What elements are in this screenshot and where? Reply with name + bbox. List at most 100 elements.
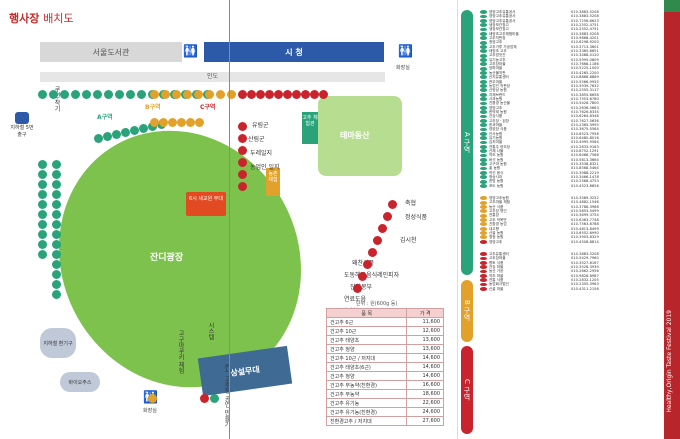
- booth-marker[interactable]: [126, 90, 135, 99]
- list-marker-icon: [480, 286, 487, 291]
- booth-marker[interactable]: [112, 130, 121, 139]
- booth-marker[interactable]: [115, 90, 124, 99]
- list-name: 고추가루 가공업체: [489, 44, 517, 49]
- booth-label: 도동해들음식레인피자: [344, 272, 400, 279]
- booth-marker[interactable]: [52, 170, 61, 179]
- booth-marker[interactable]: [150, 118, 159, 127]
- booth-marker[interactable]: [52, 220, 61, 229]
- booth-marker[interactable]: [172, 90, 181, 99]
- booth-marker[interactable]: [159, 118, 168, 127]
- booth-marker[interactable]: [301, 90, 310, 99]
- booth-marker[interactable]: [82, 90, 91, 99]
- booth-marker[interactable]: [52, 250, 61, 259]
- booth-marker[interactable]: [161, 90, 170, 99]
- booth-marker[interactable]: [52, 240, 61, 249]
- booth-marker[interactable]: [38, 180, 47, 189]
- booth-marker[interactable]: [52, 260, 61, 269]
- booth-marker[interactable]: [195, 118, 204, 127]
- booth-marker[interactable]: [186, 118, 195, 127]
- booth-marker[interactable]: [256, 90, 265, 99]
- booth-marker[interactable]: [265, 90, 274, 99]
- booth-marker[interactable]: [319, 90, 328, 99]
- booth-marker[interactable]: [121, 128, 130, 137]
- booth-marker[interactable]: [52, 290, 61, 299]
- booth-marker[interactable]: [373, 236, 382, 245]
- list-marker-icon: [480, 231, 487, 235]
- list-name: 산채 나물: [489, 149, 504, 153]
- booth-marker[interactable]: [388, 200, 397, 209]
- booth-marker[interactable]: [183, 90, 192, 99]
- booth-marker[interactable]: [52, 160, 61, 169]
- booth-marker[interactable]: [358, 272, 367, 281]
- booth-marker[interactable]: [247, 90, 256, 99]
- price-header: 품 목: [325, 308, 408, 318]
- booth-marker[interactable]: [71, 90, 80, 99]
- booth-marker[interactable]: [52, 200, 61, 209]
- booth-marker[interactable]: [104, 90, 113, 99]
- booth-marker[interactable]: [52, 280, 61, 289]
- booth-marker[interactable]: [38, 200, 47, 209]
- booth-marker[interactable]: [38, 170, 47, 179]
- booth-marker[interactable]: [238, 134, 247, 143]
- list-name: 내고향: [489, 226, 499, 231]
- booth-marker[interactable]: [238, 146, 247, 155]
- booth-marker[interactable]: [38, 220, 47, 229]
- booth-marker[interactable]: [38, 210, 47, 219]
- booth-marker[interactable]: [283, 90, 292, 99]
- booth-marker[interactable]: [205, 90, 214, 99]
- booth-marker[interactable]: [148, 394, 157, 403]
- booth-marker[interactable]: [103, 132, 112, 141]
- booth-marker[interactable]: [38, 230, 47, 239]
- booth-marker[interactable]: [38, 250, 47, 259]
- booth-marker[interactable]: [52, 270, 61, 279]
- booth-marker[interactable]: [238, 122, 247, 131]
- booth-marker[interactable]: [216, 90, 225, 99]
- booth-marker[interactable]: [150, 90, 159, 99]
- booth-marker[interactable]: [368, 248, 377, 257]
- booth-marker[interactable]: [194, 90, 203, 99]
- booth-marker[interactable]: [383, 212, 392, 221]
- booth-marker[interactable]: [38, 160, 47, 169]
- booth-marker[interactable]: [38, 190, 47, 199]
- booth-marker[interactable]: [227, 90, 236, 99]
- booth-marker[interactable]: [210, 394, 219, 403]
- booth-marker[interactable]: [238, 170, 247, 179]
- list-phone: 010-3466-1478: [571, 175, 599, 180]
- list-marker-icon: [480, 162, 487, 167]
- booth-marker[interactable]: [52, 210, 61, 219]
- booth-marker[interactable]: [52, 190, 61, 199]
- booth-marker[interactable]: [130, 126, 139, 135]
- booth-marker[interactable]: [353, 284, 362, 293]
- list-name: 건강 마을: [489, 264, 504, 269]
- booth-marker[interactable]: [168, 118, 177, 127]
- booth-marker[interactable]: [60, 90, 69, 99]
- booth-marker[interactable]: [378, 224, 387, 233]
- booth-marker[interactable]: [238, 90, 247, 99]
- booth-label: 축협: [405, 200, 417, 207]
- booth-marker[interactable]: [38, 240, 47, 249]
- booth-marker[interactable]: [200, 394, 209, 403]
- booth-marker[interactable]: [139, 124, 148, 133]
- booth-marker[interactable]: [38, 90, 47, 99]
- booth-marker[interactable]: [93, 90, 102, 99]
- booth-marker[interactable]: [363, 260, 372, 269]
- booth-marker[interactable]: [49, 90, 58, 99]
- list-marker-icon: [480, 136, 487, 141]
- booth-marker[interactable]: [292, 90, 301, 99]
- booth-marker[interactable]: [52, 230, 61, 239]
- booth-marker[interactable]: [177, 118, 186, 127]
- booth-marker[interactable]: [94, 134, 103, 143]
- list-name: 전통주 양조장: [489, 144, 510, 149]
- booth-marker[interactable]: [238, 182, 247, 191]
- booth-marker[interactable]: [137, 90, 146, 99]
- booth-marker[interactable]: [310, 90, 319, 99]
- booth-marker[interactable]: [238, 158, 247, 167]
- booth-marker[interactable]: [274, 90, 283, 99]
- list-name: 청양고추: [489, 40, 503, 45]
- booth-marker[interactable]: [52, 180, 61, 189]
